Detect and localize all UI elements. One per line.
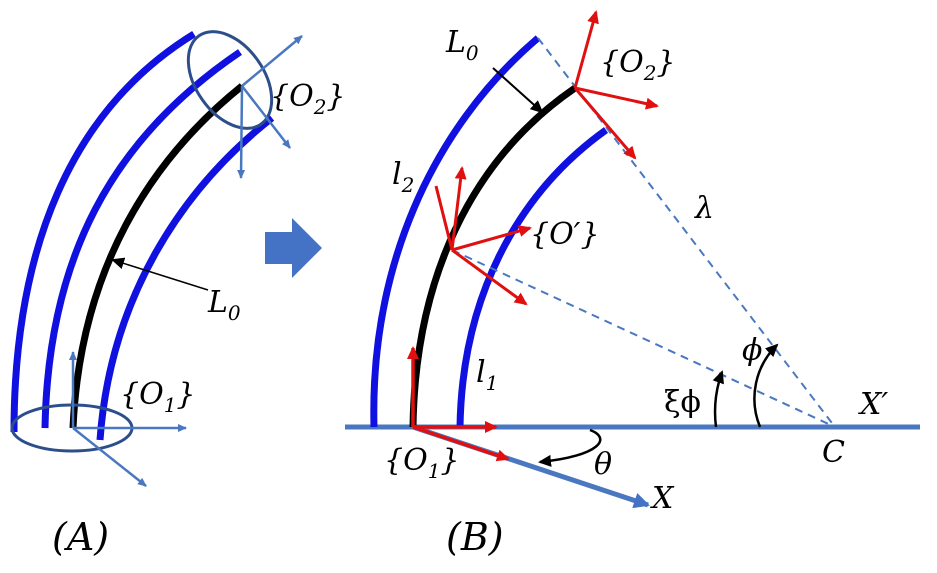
label-o2-b: {O2} xyxy=(600,45,676,85)
label-phi: ϕ xyxy=(742,333,762,368)
arc-theta xyxy=(538,428,602,467)
label-l0-b: L0 xyxy=(445,25,479,65)
panel-a: {O2} {O1} L0 (A) xyxy=(10,30,346,559)
panel-b: L0 {O2} l2 {O′} λ ϕ ξϕ l1 X′ C θ X {O1} … xyxy=(345,10,920,559)
radius-line-tip xyxy=(537,37,836,428)
frame-o1-y-arrow xyxy=(72,427,147,487)
frame-o1-b-y xyxy=(412,425,510,462)
tip-cross-section xyxy=(186,30,274,130)
arc-phi xyxy=(753,343,779,428)
frame-o2-x-arrow xyxy=(241,85,291,149)
label-x: X xyxy=(650,481,675,516)
label-l2: l2 xyxy=(392,157,414,197)
arc-xi-phi xyxy=(712,370,724,428)
label-o1-a: {O1} xyxy=(120,377,196,417)
label-xi-phi: ξϕ xyxy=(664,385,701,420)
transition-arrow xyxy=(265,218,322,278)
frame-o2-y-arrow xyxy=(237,85,246,179)
outer-tube-l2 xyxy=(370,35,541,428)
label-o2-a: {O2} xyxy=(270,79,346,119)
l0-pointer-a xyxy=(111,257,209,291)
label-c: C xyxy=(822,435,845,470)
frame-oprime-x xyxy=(451,225,532,252)
caption-b: (B) xyxy=(446,515,504,559)
frame-o2-b-y xyxy=(573,87,637,160)
outer-tube-right xyxy=(96,115,275,441)
backbone-a xyxy=(69,83,245,429)
frame-o2-z-arrow xyxy=(241,35,303,87)
label-o1-b: {O1} xyxy=(384,443,460,483)
frame-o2-b-z xyxy=(573,10,599,89)
label-oprime: {O′} xyxy=(530,217,600,252)
frame-oprime-w xyxy=(434,185,454,251)
label-lambda: λ xyxy=(694,191,714,226)
label-xprime: X′ xyxy=(858,387,888,422)
frame-oprime-y xyxy=(451,248,528,306)
outer-tube-middle xyxy=(41,49,242,429)
radius-line-mid xyxy=(451,249,836,428)
outer-tube-left xyxy=(10,31,196,433)
inner-tube-l1 xyxy=(456,127,609,428)
frame-o2-b-x xyxy=(574,86,659,110)
caption-a: (A) xyxy=(52,515,109,559)
label-theta: θ xyxy=(594,447,612,482)
label-l1: l1 xyxy=(476,355,498,395)
label-l0-a: L0 xyxy=(207,285,241,325)
l0-pointer-b xyxy=(492,67,544,114)
frame-oprime-z xyxy=(450,166,467,251)
